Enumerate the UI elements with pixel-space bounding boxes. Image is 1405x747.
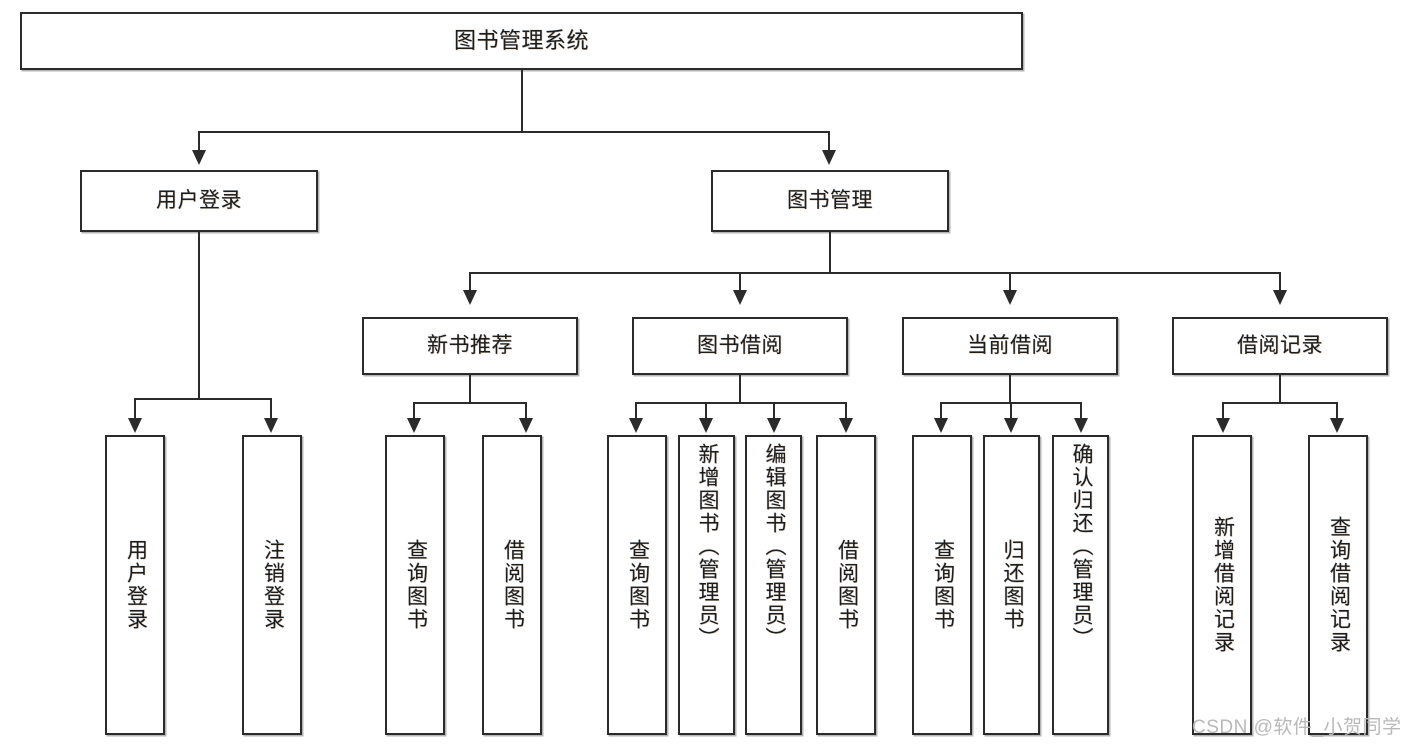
node-label: 借阅图书 xyxy=(501,539,525,631)
arrow-recommend-c1 xyxy=(407,418,421,433)
connector-bookmgmt-bus xyxy=(469,272,1281,274)
node-label: 确认归还（管理员） xyxy=(1069,443,1093,650)
connector-recommend-c2 xyxy=(525,402,527,422)
arrow-recommend-c2 xyxy=(519,418,533,433)
connector-borrow-c1 xyxy=(635,402,637,422)
connector-login-child1 xyxy=(134,398,136,422)
arrow-borrow-c4 xyxy=(839,418,853,433)
arrow-current-c1 xyxy=(934,418,948,433)
node-label: 用户登录 xyxy=(156,188,242,212)
arrow-bookmgmt-c2 xyxy=(733,290,747,305)
connector-record-c2 xyxy=(1336,402,1338,422)
arrow-login-child1 xyxy=(128,418,142,433)
arrow-bookmgmt-c1 xyxy=(463,290,477,305)
node-current-borrow[interactable]: 当前借阅 xyxy=(902,317,1118,375)
node-label: 新增图书（管理员） xyxy=(695,443,719,650)
connector-recommend-c1 xyxy=(413,402,415,422)
arrow-login-child2 xyxy=(264,418,278,433)
connector-record-bus xyxy=(1222,402,1338,404)
connector-root-to-login xyxy=(198,131,200,154)
node-label: 查询图书 xyxy=(931,539,955,631)
connector-login-bus xyxy=(134,398,272,400)
connector-bookmgmt-c2 xyxy=(739,272,741,294)
node-label: 查询借阅记录 xyxy=(1327,516,1351,654)
leaf-borrow-borrow-book[interactable]: 借阅图书 xyxy=(816,435,876,735)
connector-borrow-c3 xyxy=(773,402,775,422)
node-label: 新增借阅记录 xyxy=(1211,516,1235,654)
connector-borrow-bus xyxy=(635,402,847,404)
arrow-record-c1 xyxy=(1216,418,1230,433)
connector-login-stem xyxy=(198,232,200,400)
node-label: 查询图书 xyxy=(404,539,428,631)
node-book-management[interactable]: 图书管理 xyxy=(711,170,949,232)
leaf-user-login[interactable]: 用户登录 xyxy=(105,435,165,735)
connector-borrow-c2 xyxy=(705,402,707,422)
connector-record-stem xyxy=(1279,375,1281,404)
arrow-current-c2 xyxy=(1004,418,1018,433)
connector-root-to-bookmgmt xyxy=(828,131,830,154)
node-label: 注销登录 xyxy=(261,539,285,631)
connector-current-c3 xyxy=(1080,402,1082,422)
node-label: 编辑图书（管理员） xyxy=(762,443,786,650)
connector-record-c1 xyxy=(1222,402,1224,422)
leaf-logout-login[interactable]: 注销登录 xyxy=(242,435,302,735)
arrow-current-c3 xyxy=(1074,418,1088,433)
connector-current-stem xyxy=(1009,375,1011,404)
node-label: 用户登录 xyxy=(124,539,148,631)
arrow-root-to-login xyxy=(192,150,206,165)
arrow-borrow-c2 xyxy=(699,418,713,433)
arrow-borrow-c1 xyxy=(629,418,643,433)
node-label: 归还图书 xyxy=(1000,539,1024,631)
node-label: 当前借阅 xyxy=(967,333,1053,357)
connector-current-c1 xyxy=(940,402,942,422)
leaf-recommend-borrow-book[interactable]: 借阅图书 xyxy=(482,435,542,735)
connector-borrow-c4 xyxy=(845,402,847,422)
leaf-record-query-record[interactable]: 查询借阅记录 xyxy=(1308,435,1368,735)
leaf-current-return-book[interactable]: 归还图书 xyxy=(983,435,1040,735)
connector-current-c2 xyxy=(1010,402,1012,422)
arrow-borrow-c3 xyxy=(767,418,781,433)
connector-bookmgmt-c1 xyxy=(469,272,471,294)
node-label: 查询图书 xyxy=(626,539,650,631)
leaf-borrow-edit-book-admin[interactable]: 编辑图书（管理员） xyxy=(745,435,802,735)
node-label: 图书管理 xyxy=(787,188,873,212)
connector-recommend-stem xyxy=(469,375,471,404)
node-label: 图书管理系统 xyxy=(453,28,589,54)
leaf-current-query-book[interactable]: 查询图书 xyxy=(912,435,972,735)
connector-bookmgmt-c3 xyxy=(1009,272,1011,294)
arrow-bookmgmt-c4 xyxy=(1273,290,1287,305)
node-label: 新书推荐 xyxy=(427,333,513,357)
leaf-record-add-record[interactable]: 新增借阅记录 xyxy=(1192,435,1252,735)
node-borrow-record[interactable]: 借阅记录 xyxy=(1172,317,1388,375)
connector-root-bus xyxy=(198,131,830,133)
leaf-recommend-query-book[interactable]: 查询图书 xyxy=(385,435,445,735)
node-user-login[interactable]: 用户登录 xyxy=(80,170,318,232)
arrow-record-c2 xyxy=(1330,418,1344,433)
connector-bookmgmt-c4 xyxy=(1279,272,1281,294)
node-label: 借阅记录 xyxy=(1237,333,1323,357)
arrow-root-to-bookmgmt xyxy=(822,150,836,165)
connector-root-stem xyxy=(521,70,523,133)
node-root-system[interactable]: 图书管理系统 xyxy=(20,12,1023,70)
leaf-borrow-add-book-admin[interactable]: 新增图书（管理员） xyxy=(678,435,735,735)
leaf-borrow-query-book[interactable]: 查询图书 xyxy=(607,435,667,735)
connector-recommend-bus xyxy=(413,402,527,404)
node-label: 借阅图书 xyxy=(835,539,859,631)
connector-borrow-stem xyxy=(739,375,741,404)
leaf-current-confirm-return-admin[interactable]: 确认归还（管理员） xyxy=(1052,435,1109,735)
arrow-bookmgmt-c3 xyxy=(1003,290,1017,305)
node-new-book-recommend[interactable]: 新书推荐 xyxy=(362,317,578,375)
connector-login-child2 xyxy=(270,398,272,422)
connector-bookmgmt-stem xyxy=(829,232,831,274)
node-book-borrow[interactable]: 图书借阅 xyxy=(632,317,848,375)
node-label: 图书借阅 xyxy=(697,333,783,357)
